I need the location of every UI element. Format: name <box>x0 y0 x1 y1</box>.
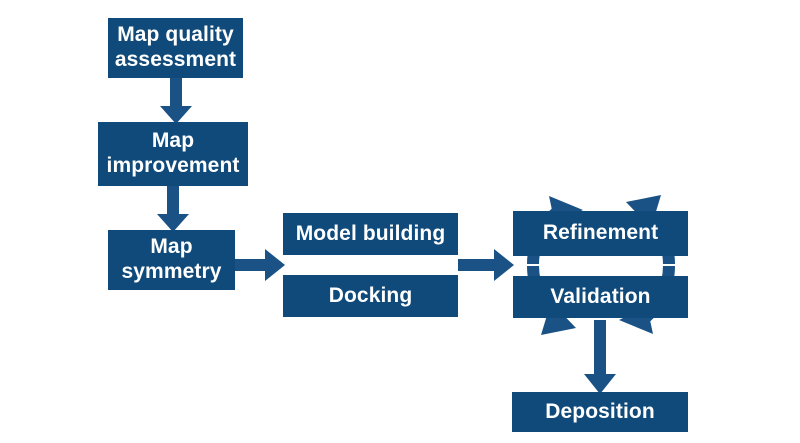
node-map-quality-assessment: Map quality assessment <box>108 18 243 78</box>
node-validation: Validation <box>513 276 688 318</box>
node-label: Docking <box>328 283 413 307</box>
arrow-symmetry-to-building <box>235 249 285 281</box>
node-map-symmetry: Map symmetry <box>108 230 235 290</box>
node-model-building: Model building <box>283 213 458 255</box>
node-docking: Docking <box>283 275 458 317</box>
node-label: Refinement <box>542 221 659 245</box>
arrow-improvement-to-symmetry <box>157 186 189 232</box>
arrow-quality-to-improvement <box>160 78 192 124</box>
node-label: Map quality assessment <box>114 23 237 71</box>
node-map-improvement: Map improvement <box>98 122 248 186</box>
node-label: Map symmetry <box>121 235 222 283</box>
node-label: Model building <box>295 221 446 245</box>
arrow-cycle-to-deposition <box>584 320 616 394</box>
node-deposition: Deposition <box>512 392 688 432</box>
node-label: Validation <box>550 284 651 308</box>
node-label: Deposition <box>545 399 655 423</box>
node-label: Map improvement <box>106 129 240 177</box>
node-refinement: Refinement <box>513 211 688 256</box>
arrow-building-to-refinement <box>458 249 514 281</box>
